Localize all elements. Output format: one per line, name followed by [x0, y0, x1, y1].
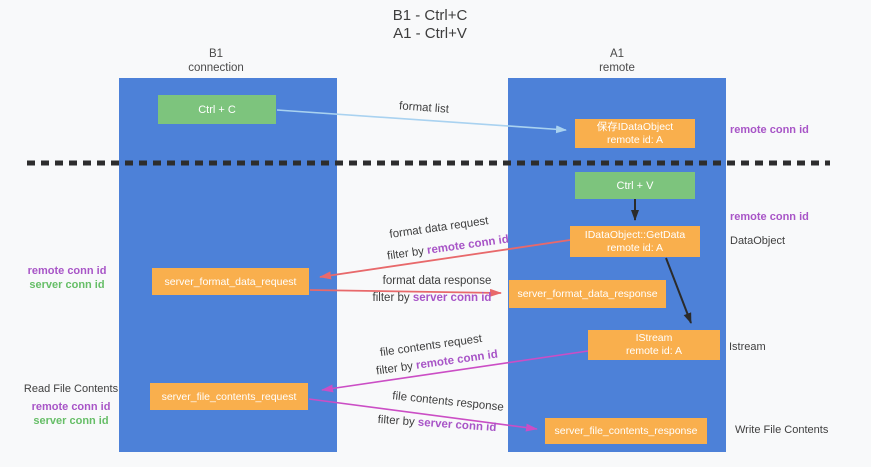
file-contents-request-arrow [321, 350, 589, 393]
column-a1-name: A1 [609, 48, 625, 60]
server-format-data-response-box: server_format_data_response [509, 280, 666, 308]
column-header-a1: A1 remote [557, 48, 677, 75]
left-server-conn-id-label-2: server conn id [33, 415, 109, 427]
format-data-request-arrow [319, 239, 571, 280]
getdata-line2: remote id: A [606, 241, 664, 254]
format-data-response-label: format data response [382, 275, 492, 287]
istream-side-label: Istream [729, 341, 766, 353]
server-format-data-request-label: server_format_data_request [164, 275, 297, 288]
left-remote-conn-id-label-1: remote conn id [27, 265, 107, 277]
diagram-title: B1 - Ctrl+C A1 - Ctrl+V [0, 7, 860, 43]
idataobject-getdata-box: IDataObject::GetData remote id: A [570, 226, 700, 257]
istream-line1: IStream [635, 332, 673, 344]
ctrl-c-label: Ctrl + C [198, 103, 236, 116]
server-conn-id-text: server conn id [412, 292, 492, 304]
getdata-to-istream-arrow [665, 257, 692, 324]
istream-box: IStream remote id: A [588, 330, 720, 360]
save-idataobject-line2: remote id: A [606, 133, 664, 146]
filter-by-text: filter by [377, 413, 416, 429]
left-remote-conn-id-label-2: remote conn id [31, 401, 111, 413]
getdata-line1: IDataObject::GetData [584, 228, 686, 241]
format-data-response-arrow [309, 288, 502, 297]
right-remote-conn-id-label-2: remote conn id [730, 211, 809, 223]
title-line-b1: B1 - Ctrl+C [392, 7, 468, 24]
read-file-contents-label: Read File Contents [23, 383, 119, 395]
column-b1-subtitle: connection [188, 61, 244, 74]
left-server-conn-id-label-1: server conn id [29, 279, 105, 291]
column-a1-subtitle: remote [599, 61, 635, 74]
ctrl-v-box: Ctrl + V [575, 172, 695, 199]
column-header-b1: B1 connection [156, 48, 276, 75]
server-file-contents-request-label: server_file_contents_request [161, 390, 297, 403]
column-b1-name: B1 [208, 48, 224, 60]
filter-by-text: filter by [372, 292, 410, 304]
filter-by-server-conn-id-label-1: filter by server conn id [373, 292, 492, 304]
server-format-data-response-label: server_format_data_response [517, 288, 658, 300]
write-file-contents-label: Write File Contents [735, 424, 829, 436]
save-idataobject-box: 保存IDataObject remote id: A [575, 119, 695, 148]
dataobject-label: DataObject [730, 235, 786, 247]
istream-line2: remote id: A [625, 345, 683, 357]
server-format-data-request-box: server_format_data_request [152, 268, 309, 295]
format-list-arrow [276, 109, 567, 134]
server-file-contents-response-box: server_file_contents_response [545, 418, 707, 444]
left-conn-id-legend-mid: remote conn id server conn id [12, 264, 122, 292]
right-remote-conn-id-label-1: remote conn id [730, 124, 809, 136]
server-file-contents-request-box: server_file_contents_request [150, 383, 308, 410]
left-conn-id-legend-bottom: Read File Contents remote conn id server… [16, 382, 126, 428]
server-file-contents-response-label: server_file_contents_response [554, 425, 698, 437]
ctrl-c-box: Ctrl + C [158, 95, 276, 124]
save-idataobject-line1: 保存IDataObject [596, 120, 674, 133]
title-line-a1: A1 - Ctrl+V [393, 25, 467, 42]
ctrl-v-label: Ctrl + V [616, 179, 654, 192]
file-contents-response-arrow [308, 398, 538, 432]
